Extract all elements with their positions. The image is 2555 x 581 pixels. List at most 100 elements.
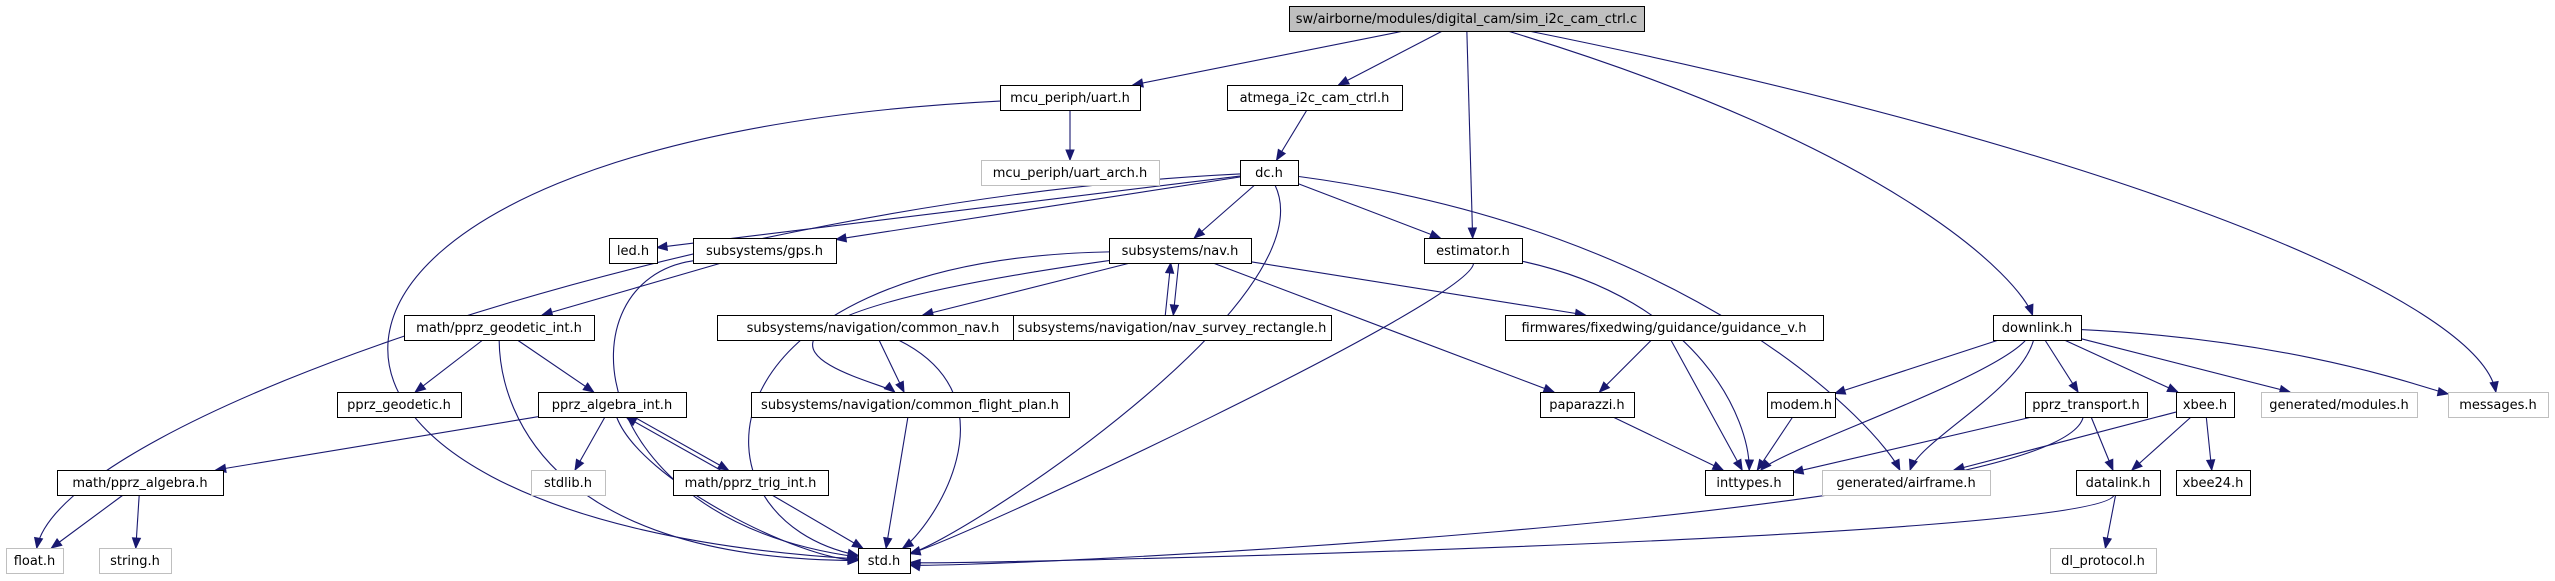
node-box xyxy=(1000,85,1141,111)
node-box xyxy=(99,548,172,574)
node-box xyxy=(2076,470,2161,496)
edge-gps-to-geodetic_int xyxy=(541,262,722,316)
node-box xyxy=(1227,85,1403,111)
arrowhead-math_algebra-to-string xyxy=(131,537,142,550)
arrowhead-downlink-to-airframe xyxy=(1908,458,1918,472)
node-trig-int[interactable]: math/pprz_trig_int.h xyxy=(673,470,829,496)
edge-nav-to-common_nav xyxy=(922,262,1131,316)
node-label: string.h xyxy=(110,554,160,569)
node-dc[interactable]: dc.h xyxy=(1240,160,1299,186)
node-uart-arch: mcu_periph/uart_arch.h xyxy=(981,160,1160,186)
arrowhead-nav-to-common_fp xyxy=(883,381,896,393)
node-guidance-v[interactable]: firmwares/fixedwing/guidance/guidance_v.… xyxy=(1505,315,1824,341)
node-box xyxy=(693,238,837,264)
node-pprz-transport[interactable]: pprz_transport.h xyxy=(2025,392,2148,418)
edge-pprz_transport-to-std xyxy=(909,416,2084,566)
node-estimator[interactable]: estimator.h xyxy=(1424,238,1523,264)
arrowhead-algebra_int-to-trig_int xyxy=(716,460,730,471)
node-xbee[interactable]: xbee.h xyxy=(2176,392,2235,418)
node-common-fp[interactable]: subsystems/navigation/common_flight_plan… xyxy=(751,392,1070,418)
node-stdlib: stdlib.h xyxy=(531,470,606,496)
arrowhead-common_fp-to-std xyxy=(883,536,893,550)
arrowhead-trig_int-to-algebra_int xyxy=(625,416,638,427)
edge-common_nav-to-std xyxy=(898,339,961,549)
node-xbee24[interactable]: xbee24.h xyxy=(2176,470,2251,496)
node-label: mcu_periph/uart.h xyxy=(1010,91,1130,106)
node-common-nav[interactable]: subsystems/navigation/common_nav.h xyxy=(717,315,1030,341)
edge-trig_int-to-std xyxy=(771,494,863,549)
arrowhead-estimator-to-std xyxy=(908,546,922,556)
node-uart[interactable]: mcu_periph/uart.h xyxy=(1000,85,1141,111)
node-nav[interactable]: subsystems/nav.h xyxy=(1109,238,1252,264)
node-math-algebra[interactable]: math/pprz_algebra.h xyxy=(57,470,224,496)
edge-nav-to-common_fp xyxy=(812,260,1110,393)
node-inttypes[interactable]: inttypes.h xyxy=(1705,470,1794,496)
node-gen-modules: generated/modules.h xyxy=(2261,392,2418,418)
arrowhead-dc-to-float xyxy=(33,536,44,550)
edge-modem-to-inttypes xyxy=(1756,416,1794,471)
node-box xyxy=(1424,238,1523,264)
node-label: pprz_transport.h xyxy=(2032,398,2140,413)
node-label: led.h xyxy=(617,244,649,259)
node-gps[interactable]: subsystems/gps.h xyxy=(693,238,837,264)
node-box xyxy=(2025,392,2148,418)
edge-geodetic_int-to-std xyxy=(498,339,859,562)
node-box xyxy=(1240,160,1299,186)
edge-dc-to-led xyxy=(656,175,1241,249)
node-label: math/pprz_algebra.h xyxy=(72,476,207,491)
edge-algebra_int-to-math_algebra xyxy=(215,416,539,471)
node-led[interactable]: led.h xyxy=(609,238,658,264)
node-paparazzi[interactable]: paparazzi.h xyxy=(1540,392,1635,418)
edge-math_algebra-to-float xyxy=(51,494,124,549)
node-nav-survey[interactable]: subsystems/navigation/nav_survey_rectang… xyxy=(1013,315,1332,341)
arrowhead-common_nav-to-common_fp xyxy=(895,380,905,394)
arrowhead-pprz_transport-to-inttypes xyxy=(1791,465,1805,475)
arrowhead-uart-to-uart_arch xyxy=(1065,149,1075,162)
edge-estimator-to-std xyxy=(909,262,1475,555)
node-modem[interactable]: modem.h xyxy=(1767,392,1836,418)
node-box xyxy=(981,160,1160,186)
edge-root-to-uart xyxy=(1132,30,1404,86)
node-label: float.h xyxy=(14,554,56,569)
edge-geodetic_int-to-pprz_geodetic xyxy=(414,339,484,393)
node-label: std.h xyxy=(868,554,901,569)
node-atmega[interactable]: atmega_i2c_cam_ctrl.h xyxy=(1227,85,1403,111)
node-box xyxy=(673,470,829,496)
node-messages: messages.h xyxy=(2448,392,2549,418)
node-label: downlink.h xyxy=(2002,321,2072,336)
node-pprz-geodetic[interactable]: pprz_geodetic.h xyxy=(337,392,462,418)
edge-root-to-estimator xyxy=(1466,30,1474,239)
node-box xyxy=(404,315,595,341)
node-downlink[interactable]: downlink.h xyxy=(1993,315,2082,341)
edge-guidance_v-to-paparazzi xyxy=(1599,339,1652,393)
arrowhead-nav-to-paparazzi xyxy=(1542,383,1556,393)
arrowhead-dc-to-nav xyxy=(1193,227,1206,239)
edge-common_fp-to-std xyxy=(885,416,909,549)
node-label: math/pprz_trig_int.h xyxy=(685,476,817,491)
arrowhead-dc-to-airframe xyxy=(1890,458,1901,472)
node-label: generated/airframe.h xyxy=(1836,476,1975,491)
node-label: inttypes.h xyxy=(1716,476,1781,491)
edge-dc-to-gps xyxy=(835,176,1241,240)
node-box xyxy=(337,392,462,418)
arrowhead-modem-to-inttypes xyxy=(1756,458,1768,472)
node-label: dc.h xyxy=(1255,166,1283,181)
node-box xyxy=(1505,315,1824,341)
node-label: math/pprz_geodetic_int.h xyxy=(416,321,582,336)
node-label: generated/modules.h xyxy=(2269,398,2408,413)
node-root[interactable]: sw/airborne/modules/digital_cam/sim_i2c_… xyxy=(1289,6,1645,32)
edge-downlink-to-modem xyxy=(1834,339,1999,394)
node-box xyxy=(1822,470,1991,496)
node-geodetic-int[interactable]: math/pprz_geodetic_int.h xyxy=(404,315,595,341)
node-std[interactable]: std.h xyxy=(858,548,911,574)
node-label: subsystems/gps.h xyxy=(706,244,823,259)
arrowhead-pprz_transport-to-datalink xyxy=(2104,458,2114,472)
node-datalink[interactable]: datalink.h xyxy=(2076,470,2161,496)
node-label: atmega_i2c_cam_ctrl.h xyxy=(1240,91,1390,106)
node-box xyxy=(538,392,687,418)
arrowhead-downlink-to-messages xyxy=(2436,387,2450,397)
edge-nav-to-guidance_v xyxy=(1250,261,1586,316)
edge-root-to-atmega xyxy=(1338,30,1443,86)
node-algebra-int[interactable]: pprz_algebra_int.h xyxy=(538,392,687,418)
